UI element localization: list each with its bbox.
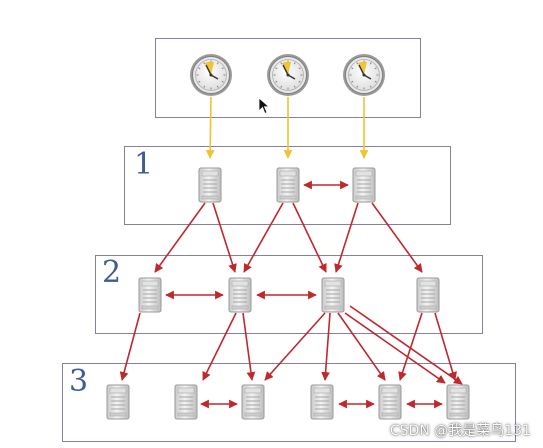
sync-arrow-stratum2-to-stratum3: [344, 312, 446, 384]
sync-arrow-stratum1-to-stratum2: [371, 202, 423, 273]
server-icon: [106, 384, 130, 420]
sync-arrow-stratum2-to-stratum3: [321, 312, 331, 381]
sync-arrow-clock-to-stratum1: [205, 96, 215, 159]
stratum-2-label: 2: [102, 255, 122, 290]
server-icon: [276, 167, 300, 203]
server-icon: [378, 384, 402, 420]
atomic-clock-icon: [190, 54, 232, 96]
mouse-cursor-icon: [258, 97, 270, 115]
watermark: CSDN @我是菜鸟131: [389, 423, 531, 439]
sync-arrow-stratum1-to-stratum2: [292, 202, 327, 273]
server-icon: [241, 384, 265, 420]
server-icon: [138, 277, 162, 313]
sync-arrow-stratum2-to-stratum3: [398, 312, 423, 381]
sync-arrow-stratum1-to-stratum2: [243, 202, 284, 273]
sync-arrow-stratum2-to-stratum3: [337, 312, 386, 381]
atomic-clock-icon: [267, 54, 309, 96]
stratum-3-label: 3: [69, 364, 89, 399]
server-icon: [228, 277, 252, 313]
sync-arrow-stratum2-to-stratum3: [434, 312, 457, 381]
sync-arrow-stratum2-to-stratum3: [202, 312, 237, 381]
sync-arrow-stratum1-to-stratum2: [154, 202, 206, 273]
server-icon: [321, 277, 345, 313]
sync-arrow-stratum2-to-stratum3: [349, 305, 463, 385]
server-icon: [310, 384, 334, 420]
sync-arrow-stratum1-to-stratum2: [334, 202, 359, 273]
atomic-clock-icon: [343, 54, 385, 96]
server-icon: [198, 167, 222, 203]
sync-arrow-stratum2-to-stratum3: [119, 312, 141, 381]
stratum-1-label: 1: [134, 147, 154, 182]
server-icon: [446, 384, 470, 420]
sync-arrow-stratum2-to-stratum3: [264, 312, 326, 381]
server-icon: [174, 384, 198, 420]
sync-arrow-stratum2-to-stratum3: [242, 312, 256, 381]
server-icon: [416, 277, 440, 313]
sync-arrow-stratum1-to-stratum2: [212, 202, 237, 273]
server-icon: [352, 167, 376, 203]
